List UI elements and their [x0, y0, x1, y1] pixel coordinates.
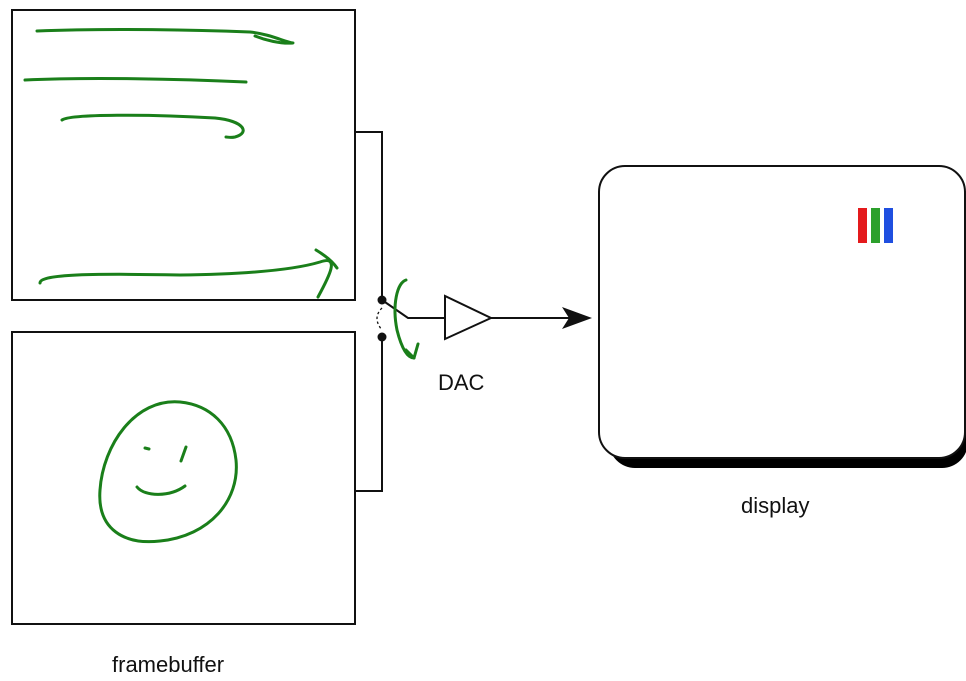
switch-rotation-arc	[393, 278, 416, 360]
switch-lever	[381, 299, 445, 319]
rgb-green-stripe	[871, 208, 880, 243]
rgb-stripes-icon	[858, 208, 893, 243]
rgb-blue-stripe	[884, 208, 893, 243]
smiley-outline	[98, 400, 238, 544]
arrow-head-icon	[562, 307, 592, 329]
display-label: display	[741, 493, 810, 518]
scanline-3	[60, 113, 245, 139]
framebuffer-bottom-box	[11, 331, 356, 625]
smiley-face-drawing	[98, 400, 238, 544]
display-box	[598, 165, 966, 459]
scanline-1	[35, 27, 295, 45]
scanline-scribbles	[23, 27, 339, 299]
switch-contact-bottom	[377, 332, 387, 342]
dac-label: DAC	[438, 370, 485, 395]
rgb-red-stripe	[858, 208, 867, 243]
framebuffer-top-wire	[355, 131, 383, 300]
smiley-left-eye	[143, 446, 151, 451]
framebuffer-bottom-wire	[355, 337, 383, 492]
framebuffer-top-box	[11, 9, 356, 301]
smiley-right-eye	[179, 445, 188, 463]
framebuffer-label: framebuffer	[112, 652, 225, 677]
scanline-2	[23, 77, 248, 84]
scanline-bottom-arrow	[314, 248, 339, 270]
scanline-bottom	[38, 259, 333, 299]
switch-rotation-arrow-icon	[393, 278, 420, 360]
dac-triangle-icon	[444, 294, 494, 341]
switch-alternate-position	[376, 307, 383, 331]
switch-rotation-head	[404, 342, 420, 360]
smiley-mouth	[135, 484, 187, 496]
